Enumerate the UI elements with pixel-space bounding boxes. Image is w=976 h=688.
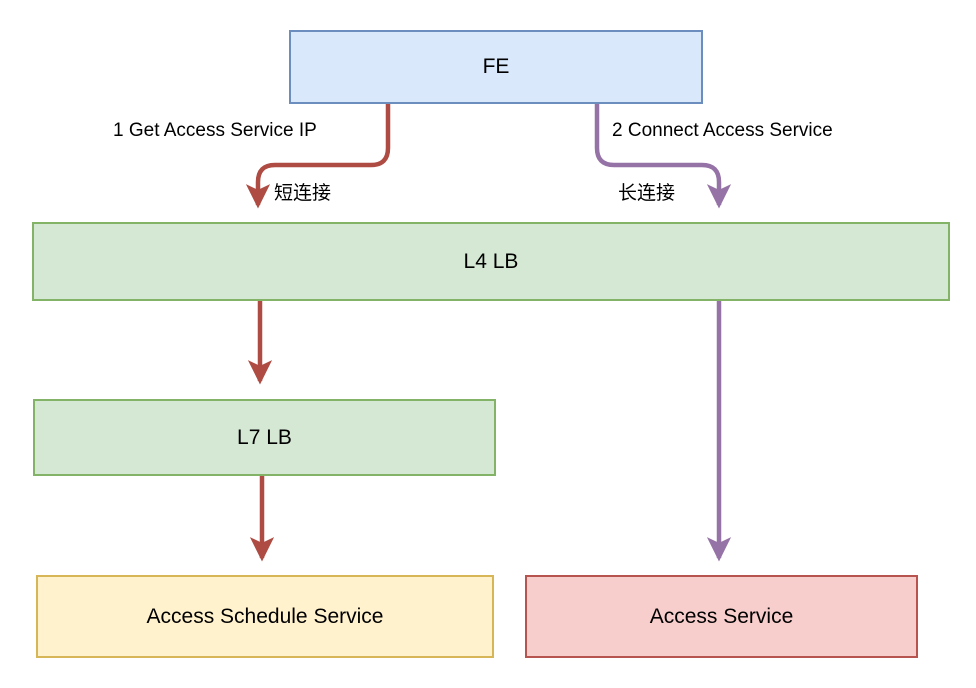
edge-fe-to-l4-short bbox=[245, 103, 391, 209]
node-fe-label: FE bbox=[482, 55, 510, 79]
edge-label-long-connection: 长连接 bbox=[618, 183, 676, 204]
node-access-schedule-service[interactable]: Access Schedule Service bbox=[36, 575, 494, 658]
edge-fe-to-l4-long bbox=[594, 103, 732, 209]
edge-label-get-access-service-ip: 1 Get Access Service IP bbox=[113, 120, 317, 141]
node-access-service-label: Access Service bbox=[649, 604, 794, 628]
edge-label-short-connection: 短连接 bbox=[274, 183, 332, 204]
node-access-schedule-service-label: Access Schedule Service bbox=[146, 604, 384, 628]
node-fe[interactable]: FE bbox=[289, 30, 703, 104]
edge-label-connect-access-service: 2 Connect Access Service bbox=[612, 120, 833, 141]
node-l4-lb[interactable]: L4 LB bbox=[32, 222, 950, 301]
node-l4-lb-label: L4 LB bbox=[463, 249, 519, 273]
node-l7-lb-label: L7 LB bbox=[237, 425, 292, 449]
node-access-service[interactable]: Access Service bbox=[525, 575, 918, 658]
node-l7-lb[interactable]: L7 LB bbox=[33, 399, 496, 476]
